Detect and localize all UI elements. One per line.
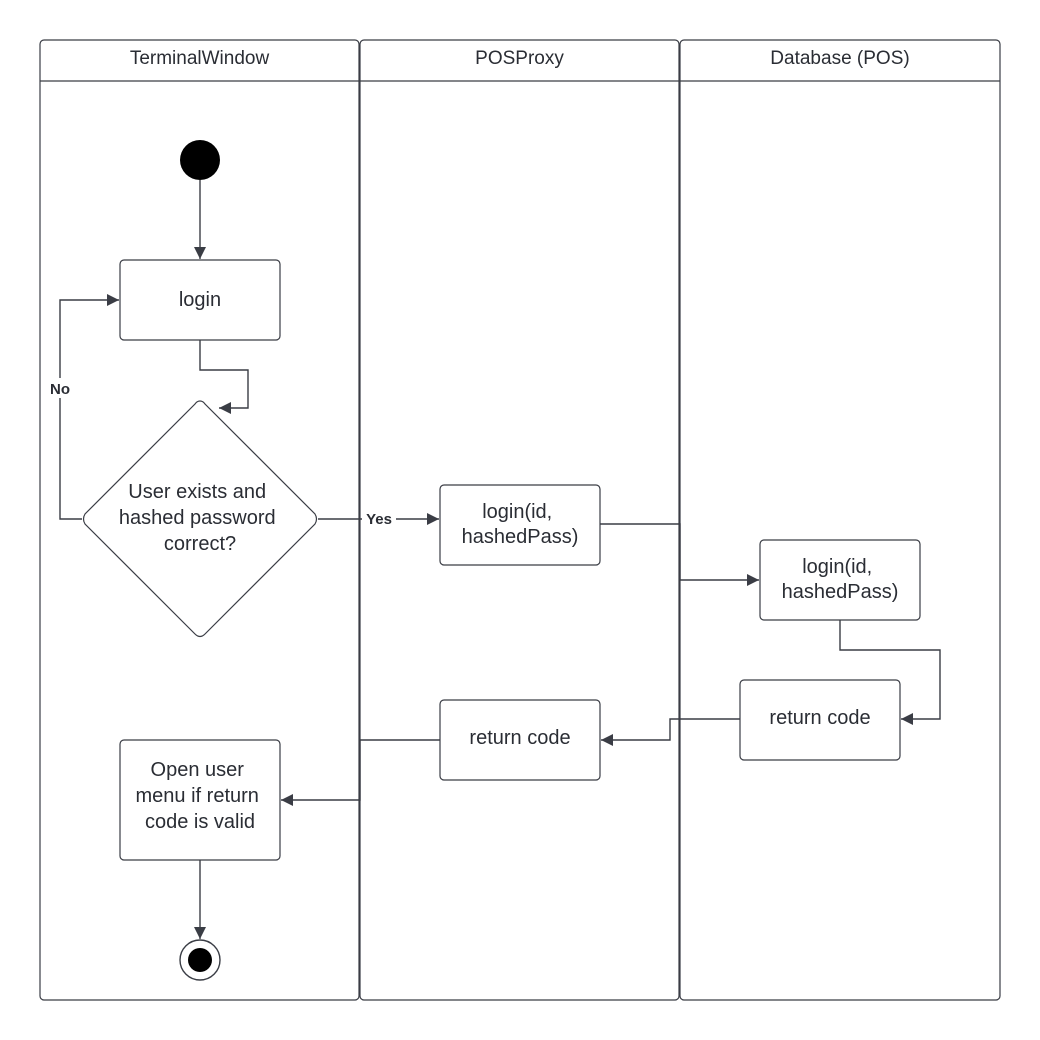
edge-proxy-login-to-db-login	[600, 523, 759, 586]
lane-title-terminal-window: TerminalWindow	[130, 48, 270, 69]
node-open-menu-text: Open user menu if return code is valid	[136, 759, 265, 833]
edges	[59, 180, 941, 939]
end-node	[179, 939, 221, 981]
edge-db-return-to-proxy-return	[601, 718, 740, 746]
edge-label-no: No	[50, 381, 70, 398]
lane-database-pos: Database (POS)	[679, 39, 1001, 1001]
node-proxy-login-text: login(id, hashedPass)	[462, 501, 579, 548]
edge-labels: No Yes	[45, 378, 396, 529]
node-db-return: return code	[739, 679, 901, 761]
node-db-return-text: return code	[769, 707, 870, 729]
edge-label-yes: Yes	[366, 511, 392, 528]
lane-title-pos-proxy: POSProxy	[475, 48, 564, 69]
node-open-menu: Open user menu if return code is valid	[119, 739, 281, 861]
node-proxy-return-text: return code	[469, 727, 570, 749]
lane-title-database-pos: Database (POS)	[770, 48, 909, 69]
edge-proxy-return-to-open-menu	[281, 739, 440, 806]
node-proxy-login: login(id, hashedPass)	[439, 484, 601, 566]
node-db-login-text: login(id, hashedPass)	[782, 556, 899, 603]
node-db-login: login(id, hashedPass)	[759, 539, 921, 621]
node-login: login	[119, 259, 281, 341]
start-node	[180, 140, 220, 180]
edge-no-loop	[59, 294, 119, 520]
node-decision: User exists and hashed password correct?	[82, 400, 318, 638]
edge-db-login-to-db-return	[839, 620, 941, 725]
edge-login-to-decision	[199, 340, 249, 414]
node-decision-text: User exists and hashed password correct?	[119, 481, 281, 555]
node-login-text: login	[179, 289, 221, 311]
node-proxy-return: return code	[439, 699, 601, 781]
